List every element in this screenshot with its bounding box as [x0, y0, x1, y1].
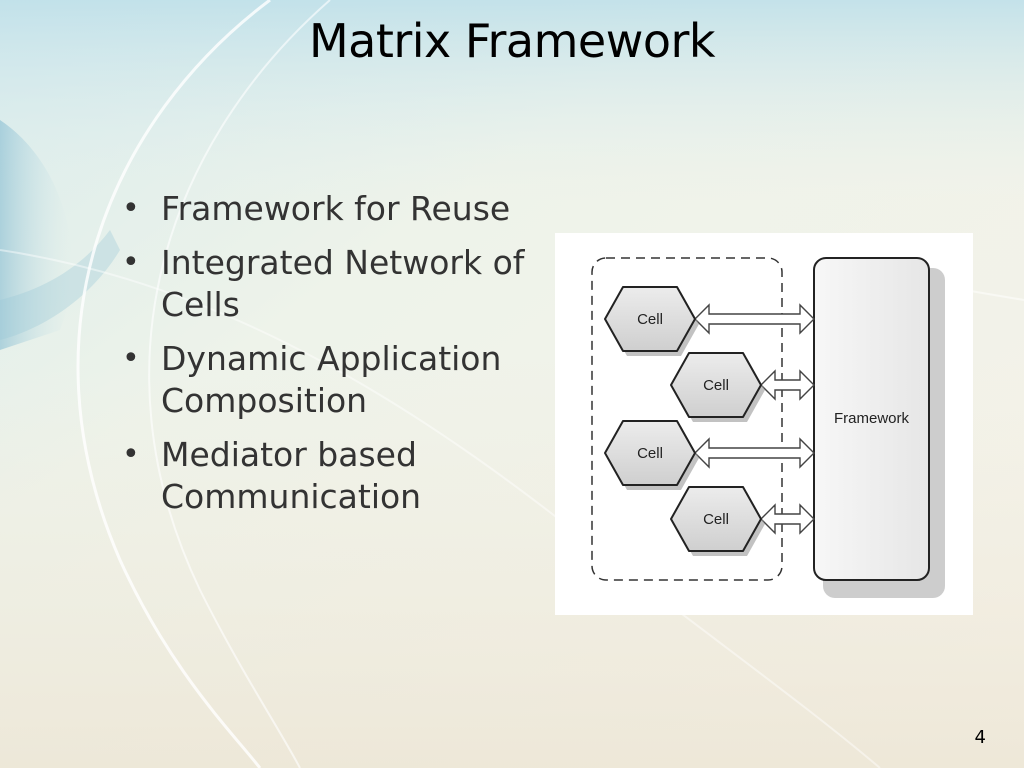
bullet-text: Integrated Network of Cells — [161, 243, 525, 324]
bullet-item: • Mediator based Communication — [118, 434, 568, 518]
bullet-item: • Integrated Network of Cells — [118, 242, 568, 326]
page-number: 4 — [974, 727, 986, 748]
cell-node: Cell — [670, 486, 765, 556]
cell-node: Cell — [670, 352, 765, 422]
cell-network-boundary — [591, 257, 783, 581]
slide-title: Matrix Framework — [308, 14, 716, 68]
cell-node: Cell — [604, 286, 699, 356]
double-arrow-icon — [694, 303, 815, 335]
double-arrow-icon — [694, 437, 815, 469]
diagram-canvas: Framework Cell Cell — [591, 257, 945, 598]
cell-label: Cell — [703, 377, 729, 394]
bullet-list: • Framework for Reuse • Integrated Netwo… — [118, 188, 568, 530]
bullet-icon: • — [122, 437, 140, 472]
cell-label: Cell — [703, 511, 729, 528]
cell-label: Cell — [637, 445, 663, 462]
bullet-text: Framework for Reuse — [161, 189, 511, 228]
bullet-text: Dynamic Application Composition — [161, 339, 502, 420]
bullet-text: Mediator based Communication — [161, 435, 422, 516]
bullet-icon: • — [122, 341, 140, 376]
framework-label: Framework — [834, 410, 910, 427]
bullet-item: • Framework for Reuse — [118, 188, 568, 230]
architecture-diagram: Framework Cell Cell — [555, 233, 973, 615]
bullet-icon: • — [122, 245, 140, 280]
cell-node: Cell — [604, 420, 699, 490]
bullet-item: • Dynamic Application Composition — [118, 338, 568, 422]
bullet-icon: • — [122, 191, 140, 226]
double-arrow-icon — [760, 369, 815, 401]
cell-label: Cell — [637, 311, 663, 328]
double-arrow-icon — [760, 503, 815, 535]
framework-box — [813, 257, 930, 581]
